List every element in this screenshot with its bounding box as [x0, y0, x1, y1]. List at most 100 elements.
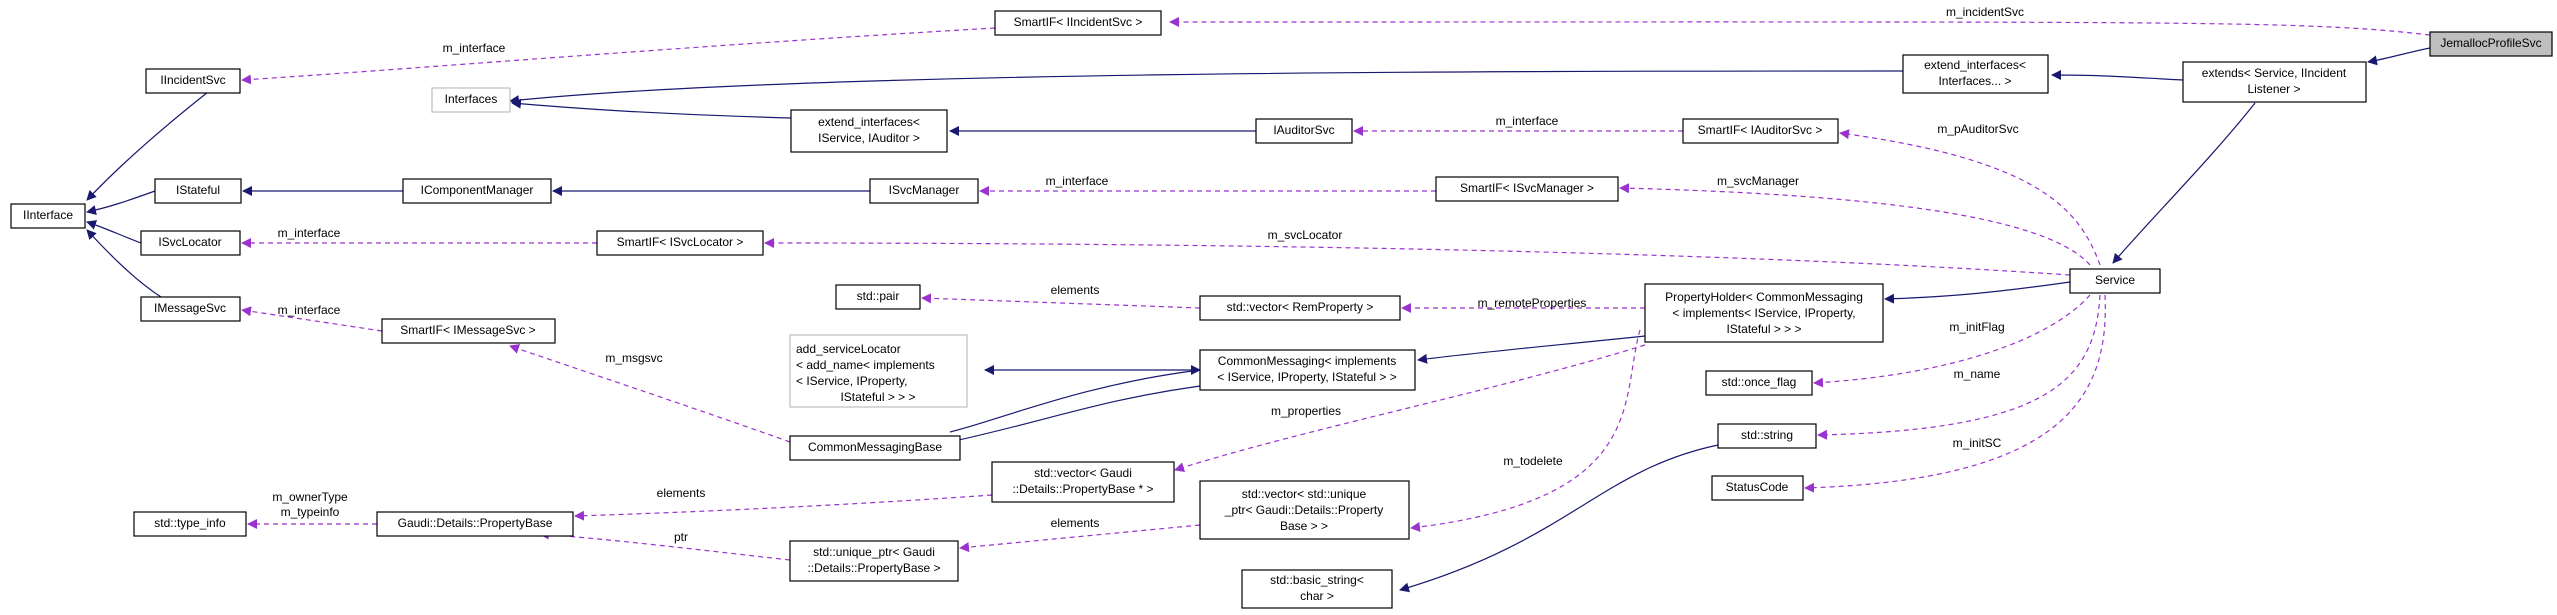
class-node-label: < add_name< implements: [796, 358, 935, 372]
class-node-statuscode[interactable]: StatusCode: [1711, 475, 1804, 501]
class-node-extend-interfaces-iauditor[interactable]: extend_interfaces< IService, IAuditor >: [790, 109, 948, 153]
class-node-std-once-flag[interactable]: std::once_flag: [1705, 370, 1813, 396]
class-node-basic-string-char[interactable]: std::basic_string< char >: [1241, 569, 1393, 609]
edge-imessagesvc-iinterface: [86, 229, 162, 298]
class-node-label: IIncidentSvc: [160, 73, 225, 87]
edge-extendiauditor-interfaces: [511, 98, 792, 119]
edge-label: m_interface: [1496, 114, 1559, 128]
class-node-iincidentsvc[interactable]: IIncidentSvc: [145, 68, 241, 94]
class-node-label: ::Details::PropertyBase >: [807, 561, 940, 575]
class-node-commonmessagingbase[interactable]: CommonMessagingBase: [789, 435, 961, 461]
edge-isvclocator-iinterface: [86, 220, 142, 244]
class-node-label: SmartIF< ISvcManager >: [1460, 181, 1594, 195]
class-node-propertyholder[interactable]: PropertyHolder< CommonMessaging < implem…: [1644, 283, 1884, 343]
class-node-extend-interfaces[interactable]: extend_interfaces< Interfaces... >: [1902, 54, 2049, 94]
edge-uniqueptr-propertybase: [539, 529, 791, 561]
edge-extends-extendifaces: [2051, 70, 2184, 81]
edge-vecrem-stdpair: [921, 293, 1201, 309]
edge-commonmsg-commonmsgbase: [949, 385, 1201, 445]
class-node-label: < IService, IProperty, IStateful > >: [1217, 370, 1397, 384]
class-node-label: JemallocProfileSvc: [2440, 36, 2541, 50]
edge-jemalloc-extends: [2367, 47, 2431, 66]
edge-vecprop-propertybase: [574, 494, 993, 521]
class-node-smartif-iauditorsvc[interactable]: SmartIF< IAuditorSvc >: [1682, 118, 1839, 144]
edge-label: m_initFlag: [1949, 320, 2004, 334]
diagram-nodes: JemallocProfileSvc SmartIF< IIncidentSvc…: [10, 10, 2553, 609]
class-node-vector-propertybase-ptr[interactable]: std::vector< Gaudi ::Details::PropertyBa…: [991, 461, 1175, 503]
edge-label: m_ownerType: [272, 490, 348, 504]
class-node-smartif-isvcmanager[interactable]: SmartIF< ISvcManager >: [1435, 176, 1619, 202]
class-node-label: _ptr< Gaudi::Details::Property: [1224, 503, 1383, 517]
class-node-label: SmartIF< ISvcLocator >: [617, 235, 744, 249]
class-node-istateful[interactable]: IStateful: [154, 178, 242, 204]
class-node-add-servicelocator[interactable]: add_serviceLocator < add_name< implement…: [789, 334, 968, 408]
edge-istateful-iinterface: [86, 190, 156, 215]
class-node-extends-service[interactable]: extends< Service, IIncident Listener >: [2182, 61, 2367, 103]
edge-label: m_typeinfo: [281, 505, 340, 519]
class-node-imessagesvc[interactable]: IMessageSvc: [140, 296, 241, 322]
edge-label: m_initSC: [1953, 436, 2002, 450]
class-node-label: std::string: [1741, 428, 1793, 442]
class-node-label: CommonMessagingBase: [808, 440, 942, 454]
class-node-commonmessaging-implements[interactable]: CommonMessaging< implements < IService, …: [1199, 349, 1416, 391]
class-node-label: SmartIF< IAuditorSvc >: [1698, 123, 1823, 137]
class-node-label: std::pair: [857, 289, 900, 303]
class-node-smartif-iincidentsvc[interactable]: SmartIF< IIncidentSvc >: [994, 10, 1162, 36]
class-node-icomponentmanager[interactable]: IComponentManager: [402, 178, 552, 204]
class-node-std-type-info[interactable]: std::type_info: [133, 511, 247, 537]
class-node-smartif-imessagesvc[interactable]: SmartIF< IMessageSvc >: [381, 318, 556, 344]
class-node-std-pair[interactable]: std::pair: [835, 284, 921, 310]
class-node-propertybase[interactable]: Gaudi::Details::PropertyBase: [376, 511, 574, 537]
class-node-label: char >: [1300, 589, 1334, 603]
edge-propertyholder-commonmsg: [1417, 335, 1646, 364]
class-node-iauditorsvc[interactable]: IAuditorSvc: [1255, 118, 1353, 144]
edge-iincidentsvc-iinterface: [86, 91, 209, 201]
class-node-label: SmartIF< IMessageSvc >: [400, 323, 535, 337]
class-node-label: Service: [2095, 273, 2135, 287]
edge-service-smartsvcmgr: [1619, 183, 2091, 266]
class-node-interfaces[interactable]: Interfaces: [431, 87, 511, 113]
class-node-label: std::vector< Gaudi: [1034, 466, 1132, 480]
edge-label: m_name: [1954, 367, 2001, 381]
class-node-label: IStateful > > >: [840, 390, 915, 404]
edge-propertyholder-vecprop: [1174, 344, 1646, 473]
class-node-isvcmanager[interactable]: ISvcManager: [869, 178, 979, 204]
class-node-label: std::vector< std::unique: [1242, 487, 1367, 501]
class-node-vector-remproperty[interactable]: std::vector< RemProperty >: [1199, 295, 1401, 321]
class-node-jemallocprofilesvc[interactable]: JemallocProfileSvc: [2429, 31, 2553, 57]
edge-label: m_interface: [443, 41, 506, 55]
class-node-label: IStateful: [176, 183, 220, 197]
class-node-label: IService, IAuditor >: [818, 131, 920, 145]
edge-commonmsgbase-smartmsg: [509, 344, 791, 443]
class-node-vector-unique-ptr[interactable]: std::vector< std::unique _ptr< Gaudi::De…: [1199, 480, 1410, 540]
class-node-label: < IService, IProperty,: [796, 374, 908, 388]
edge-service-propertyholder: [1884, 281, 2071, 304]
edge-extends-service: [2112, 102, 2256, 264]
class-node-label: CommonMessaging< implements: [1218, 354, 1396, 368]
edge-label: m_pAuditorSvc: [1937, 122, 2018, 136]
class-node-label: std::once_flag: [1722, 375, 1797, 389]
class-node-label: Interfaces: [445, 92, 498, 106]
class-node-label: IMessageSvc: [154, 301, 226, 315]
class-node-label: IComponentManager: [421, 183, 534, 197]
class-node-label: std::unique_ptr< Gaudi: [813, 545, 935, 559]
inheritance-edges: [86, 47, 2431, 593]
edge-label: m_interface: [278, 303, 341, 317]
class-node-std-string[interactable]: std::string: [1717, 423, 1817, 449]
class-node-unique-ptr-propertybase[interactable]: std::unique_ptr< Gaudi ::Details::Proper…: [789, 540, 959, 582]
class-node-service[interactable]: Service: [2069, 268, 2161, 294]
class-node-label: extends< Service, IIncident: [2202, 66, 2347, 80]
class-node-label: StatusCode: [1726, 480, 1789, 494]
usage-edges: [241, 16, 2431, 561]
edge-label: m_remoteProperties: [1478, 296, 1587, 310]
edge-commonmsgbase-addservicelocator: [949, 370, 1200, 433]
class-node-smartif-isvclocator[interactable]: SmartIF< ISvcLocator >: [596, 230, 764, 256]
edge-service-stdstring: [1817, 294, 2101, 440]
edge-label: m_interface: [278, 226, 341, 240]
edge-label: elements: [1051, 283, 1100, 297]
edge-label: ptr: [674, 530, 688, 544]
class-node-isvclocator[interactable]: ISvcLocator: [140, 230, 241, 256]
class-node-iinterface[interactable]: IInterface: [10, 203, 86, 229]
edge-vecunique-uniqueptr: [959, 524, 1201, 553]
